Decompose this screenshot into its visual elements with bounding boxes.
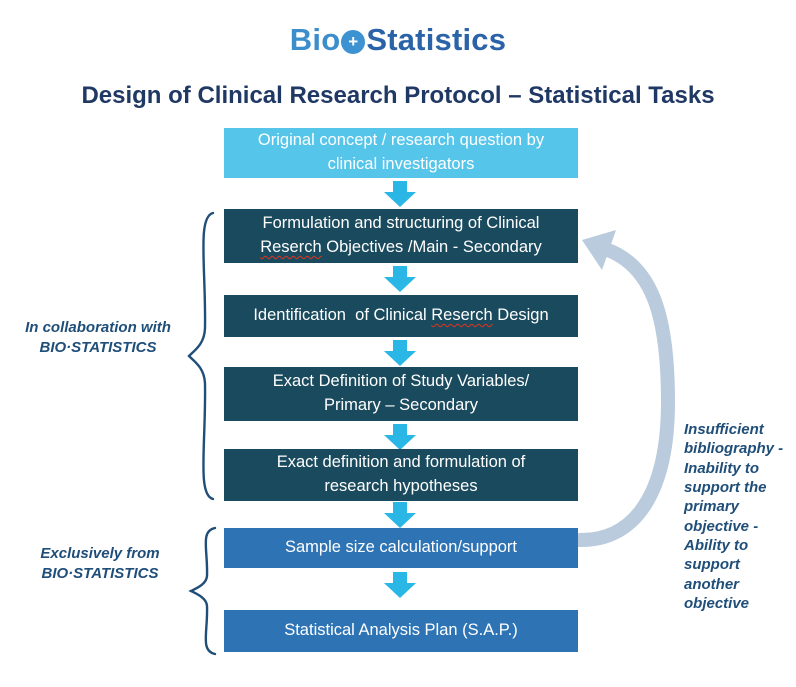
box4-line2: Primary – Secondary (323, 396, 479, 414)
down-arrow (384, 502, 416, 528)
flow-box-design-text: Identification of Clinical Reserch Desig… (253, 304, 548, 328)
page-title: Design of Clinical Research Protocol – S… (81, 82, 715, 109)
box1-line1: Original concept / research question by (257, 131, 545, 150)
flow-box-original-concept: Original concept / research question by … (224, 128, 578, 178)
flow-box-objectives-text: Formulation and structuring of Clinical … (260, 212, 542, 260)
feedback-arrow-curve (577, 243, 676, 548)
down-arrow (384, 572, 416, 598)
flow-box-sample-size-text: Sample size calculation/support (284, 538, 518, 557)
down-arrow (384, 424, 416, 450)
flow-box-sap: Statistical Analysis Plan (S.A.P.) (224, 610, 578, 652)
flow-box-sample-size: Sample size calculation/support (224, 528, 578, 568)
logo-text-bio: Bio (289, 22, 341, 57)
annotation-insufficient-bibliography: Insufficient bibliography - Inability to… (684, 421, 784, 613)
flow-box-sap-text: Statistical Analysis Plan (S.A.P.) (284, 621, 518, 640)
flow-box-hypotheses: Exact definition and formulation of rese… (224, 449, 578, 501)
box2-misspelled-word: Reserch (260, 238, 322, 256)
box5-line1: Exact definition and formulation of (276, 453, 526, 472)
box5-line2: research hypotheses (324, 477, 478, 495)
flow-box-variables: Exact Definition of Study Variables/ Pri… (224, 367, 578, 421)
box3-pre: Identification of Clinical (253, 306, 432, 325)
flow-box-hypotheses-text: Exact definition and formulation of rese… (277, 451, 526, 499)
flow-box-objectives: Formulation and structuring of Clinical … (224, 209, 578, 263)
box3-post: Design (492, 306, 549, 325)
box3-misspelled-word: Reserch (431, 306, 493, 325)
flow-box-variables-text: Exact Definition of Study Variables/ Pri… (273, 370, 530, 418)
box2-line1: Formulation and structuring of Clinical (262, 214, 540, 233)
box1-line2: clinical investigators (327, 155, 475, 173)
down-arrow (384, 181, 416, 207)
down-arrow (384, 340, 416, 366)
flow-box-design: Identification of Clinical Reserch Desig… (224, 295, 578, 337)
logo: Bio+Statistics (0, 22, 796, 58)
logo-plus-icon: + (341, 30, 366, 54)
annotation-collaboration: In collaboration with BIO·STATISTICS (25, 319, 171, 356)
box4-line1: Exact Definition of Study Variables/ (272, 372, 530, 391)
collaboration-brace (187, 211, 215, 501)
exclusive-brace (188, 526, 217, 656)
flow-box-original-concept-text: Original concept / research question by … (258, 129, 544, 177)
down-arrow (384, 266, 416, 292)
logo-text-statistics: Statistics (366, 22, 507, 57)
box2-line2: Reserch Objectives /Main - Secondary (260, 236, 542, 260)
feedback-curved-arrow (577, 230, 676, 548)
annotation-exclusive: Exclusively from BIO·STATISTICS (40, 545, 160, 582)
box2-line2-rest: Objectives /Main - Secondary (321, 238, 542, 256)
feedback-arrowhead-icon (582, 230, 616, 270)
